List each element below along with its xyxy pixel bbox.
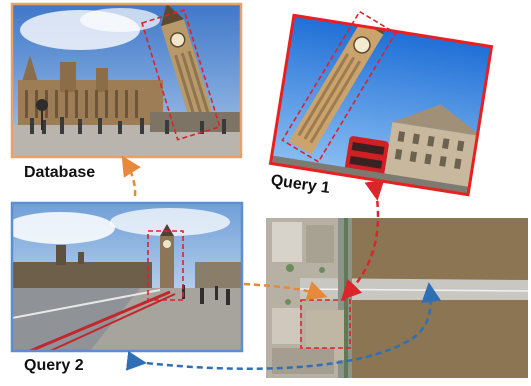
database-image	[10, 2, 243, 159]
query2-label: Query 2	[24, 357, 84, 374]
database-label: Database	[24, 164, 96, 181]
query1-image	[268, 10, 494, 197]
arrow-query1-to-map	[341, 179, 385, 301]
arrow-query2-to-map-blue	[125, 282, 442, 371]
arrow-query2-to-database	[121, 155, 141, 197]
aerial-map-image	[266, 218, 528, 378]
database-dashed-box	[141, 9, 221, 141]
query2-image	[10, 201, 244, 353]
query1-frame	[268, 13, 494, 197]
